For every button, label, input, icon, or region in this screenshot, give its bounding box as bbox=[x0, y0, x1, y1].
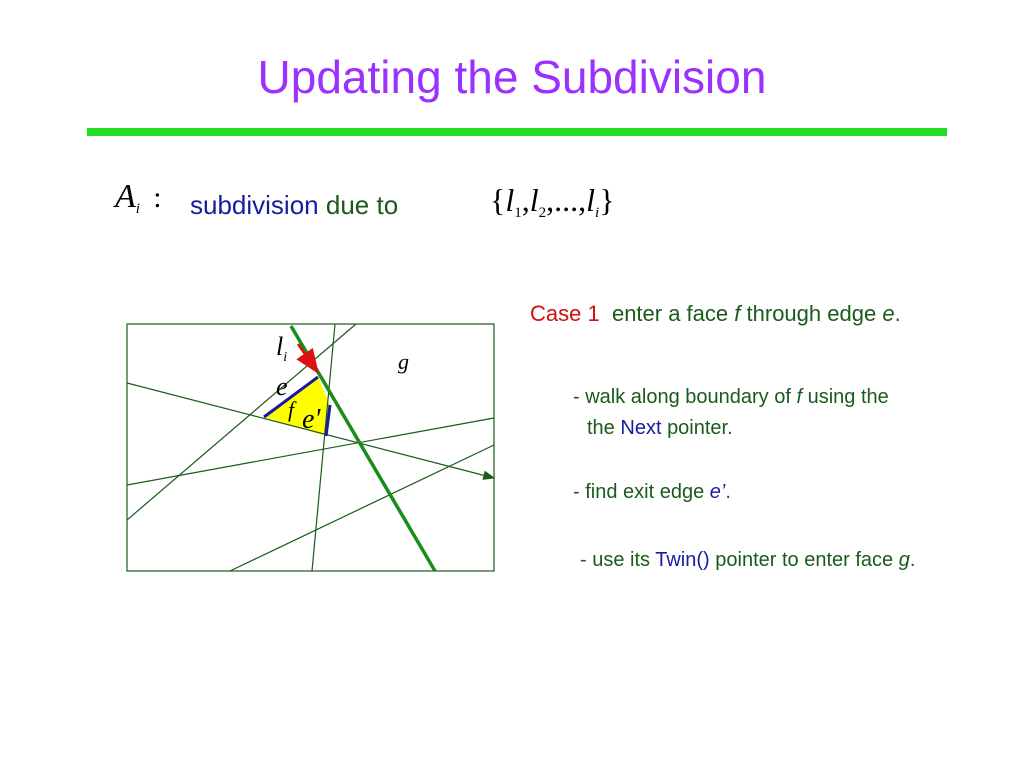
word-subdivision: subdivision bbox=[190, 190, 319, 220]
label-g: g bbox=[398, 349, 409, 374]
thin-line-4 bbox=[229, 444, 495, 572]
bullet-1-line-1: - walk along boundary of f using the bbox=[573, 386, 889, 409]
edge-e-prime bbox=[324, 404, 332, 437]
directed-line bbox=[126, 382, 496, 480]
bullet-1-var-f: f bbox=[796, 386, 803, 408]
label-f: f bbox=[288, 397, 295, 422]
bullet-2-var: e’ bbox=[709, 481, 726, 503]
bullet-3-text-b: pointer to enter face bbox=[715, 549, 894, 571]
definition-set: {l1,l2,...,li} bbox=[490, 182, 615, 221]
twin-pointer-word: Twin() bbox=[655, 549, 710, 571]
case-var-e: e bbox=[882, 301, 895, 326]
set-sub-i: i bbox=[595, 205, 600, 221]
case-period: . bbox=[894, 301, 901, 326]
case-text-a: enter a face bbox=[611, 301, 729, 326]
definition-lhs: Ai : bbox=[115, 178, 162, 218]
thin-line-1 bbox=[126, 417, 495, 486]
red-arrow bbox=[296, 343, 319, 375]
set-open-brace: { bbox=[490, 182, 506, 218]
set-l1: l bbox=[505, 182, 515, 218]
bullet-3-period: . bbox=[909, 549, 916, 571]
bullet-2-period: . bbox=[725, 481, 731, 503]
bullet-1-text-b: using the bbox=[807, 386, 889, 408]
face-f-fill bbox=[264, 377, 330, 436]
case-text-b: through edge bbox=[746, 301, 877, 326]
next-pointer-word: Next bbox=[620, 417, 662, 439]
set-l2: l bbox=[529, 182, 539, 218]
symbol-A-subscript: i bbox=[135, 201, 140, 217]
slide-title: Updating the Subdivision bbox=[257, 51, 767, 103]
set-ellipsis: ..., bbox=[554, 182, 587, 218]
case-var-f: f bbox=[734, 301, 741, 326]
bullet-1-line-2: the Next pointer. bbox=[587, 417, 733, 440]
edge-e bbox=[263, 375, 319, 419]
set-close-brace: } bbox=[599, 182, 615, 218]
bullet-1-text-c: the bbox=[587, 417, 615, 439]
set-sub-1: 1 bbox=[514, 205, 522, 221]
definition-text: subdivision due to bbox=[190, 190, 398, 221]
case-label: Case 1 bbox=[530, 301, 600, 326]
line-li bbox=[289, 325, 437, 572]
bullet-3: - use its Twin() pointer to enter face g… bbox=[580, 549, 915, 572]
bullet-3-var-g: g bbox=[898, 549, 910, 571]
word-due-to: due to bbox=[325, 190, 399, 220]
case-1-line: Case 1 enter a face f through edge e. bbox=[530, 301, 901, 327]
bullet-3-text-a: - use its bbox=[580, 549, 651, 571]
label-l: l bbox=[276, 332, 284, 361]
set-li: l bbox=[586, 182, 596, 218]
bullet-2: - find exit edge e’. bbox=[573, 481, 731, 504]
label-e: e bbox=[276, 372, 288, 401]
bullet-2-text: - find exit edge bbox=[573, 481, 705, 503]
label-e-prime: e' bbox=[302, 404, 321, 435]
bullet-1-text-a: - walk along boundary of bbox=[573, 386, 791, 408]
label-li-sub: i bbox=[283, 350, 288, 365]
title-underline bbox=[87, 128, 947, 136]
bounding-box bbox=[126, 323, 495, 572]
colon: : bbox=[153, 181, 162, 214]
symbol-A: A bbox=[115, 178, 136, 215]
label-li: li bbox=[276, 332, 287, 366]
set-sub-2: 2 bbox=[538, 205, 547, 221]
bullet-1-text-d: pointer. bbox=[667, 417, 733, 439]
